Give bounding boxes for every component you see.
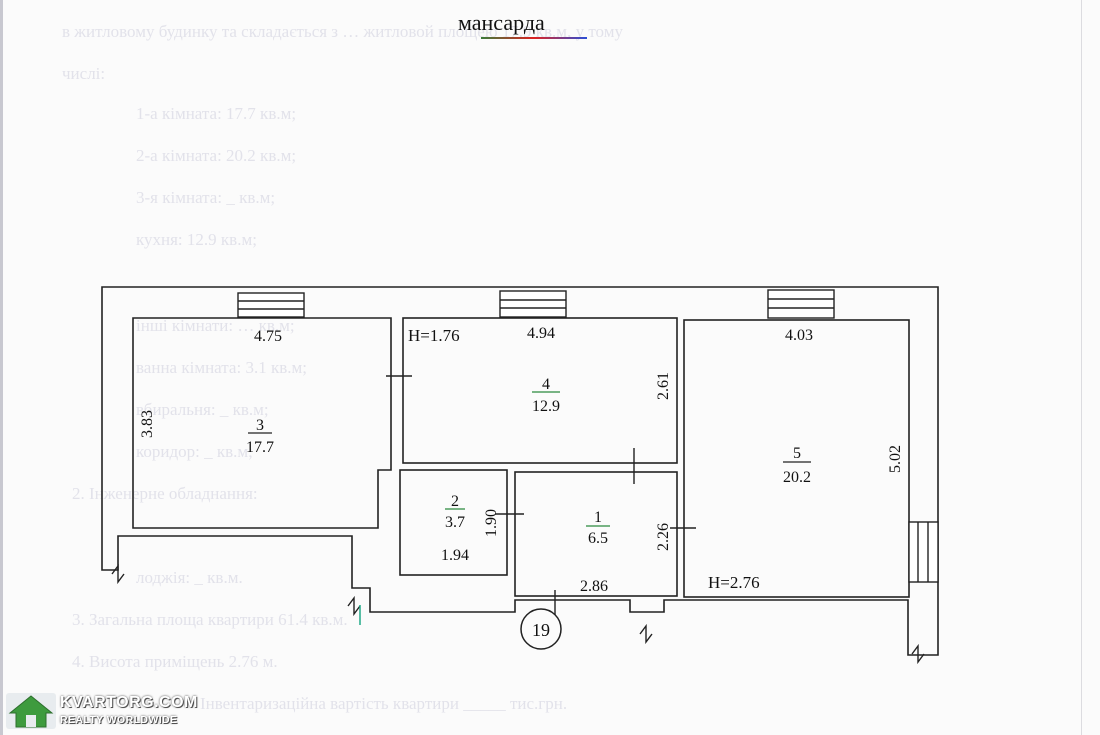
faint-line: 3-я кімната: _ кв.м; xyxy=(136,188,276,207)
outer-wall xyxy=(101,286,939,656)
faint-line: 3. Загальна площа квартири 61.4 кв.м. xyxy=(72,610,348,629)
window-room-3 xyxy=(237,292,305,318)
room-1-height: 2.26 xyxy=(655,523,672,551)
room-5-outline xyxy=(683,319,910,598)
room-5-number: 5 xyxy=(793,445,801,462)
page-edge xyxy=(0,0,3,735)
room-5-height: 5.02 xyxy=(887,445,904,473)
room-2-width: 1.94 xyxy=(441,547,469,564)
page-edge-right xyxy=(1081,0,1082,735)
room-3-height: 3.83 xyxy=(139,410,156,438)
faint-line: 2-а кімната: 20.2 кв.м; xyxy=(136,146,297,165)
wall-break-bottom xyxy=(639,623,653,645)
faint-line: ванна кімната: 3.1 кв.м; xyxy=(136,358,307,377)
room-3-outline xyxy=(132,317,392,529)
plan-walls xyxy=(101,286,939,656)
room-4-area: 12.9 xyxy=(532,398,560,415)
faint-line: коридор: _ кв.м; xyxy=(136,442,253,461)
faint-line: вбиральня: _ кв.м; xyxy=(136,400,269,419)
room-2-number: 2 xyxy=(451,493,459,510)
room-labels: 3 17.7 4 12.9 5 20.2 2 3.7 1 6.5 xyxy=(246,376,811,547)
room-5-width: 4.03 xyxy=(785,327,813,344)
window-room-4 xyxy=(499,290,567,318)
room-3-number: 3 xyxy=(256,417,264,434)
faint-line: лоджія: _ кв.м. xyxy=(136,568,243,587)
room-4-outline xyxy=(402,317,678,464)
dimension-labels: 4.75 3.83 4.94 2.61 4.03 5.02 1.94 1.90 … xyxy=(139,325,904,595)
windows xyxy=(237,289,939,583)
room-5-area: 20.2 xyxy=(783,469,811,486)
entrance-marker: 19 xyxy=(520,608,562,650)
room-1-outline xyxy=(514,471,678,597)
room-1-number: 1 xyxy=(594,509,602,526)
window-room-5 xyxy=(767,289,835,319)
wall-break-right xyxy=(911,643,925,665)
title-underline xyxy=(481,37,587,39)
faint-line: 2. Інженерне обладнання: xyxy=(72,484,258,503)
kvartorg-watermark: KVARTORG.COM REALTY WORLDWIDE xyxy=(6,691,197,733)
room-2-height: 1.90 xyxy=(483,509,500,537)
faint-line: 1-а кімната: 17.7 кв.м; xyxy=(136,104,297,123)
entrance-circle xyxy=(520,608,562,650)
floor-title: мансарда xyxy=(458,10,545,35)
faint-line: кухня: 12.9 кв.м; xyxy=(136,230,257,249)
room-2-area: 3.7 xyxy=(445,514,465,531)
room-4-width: 4.94 xyxy=(527,325,555,342)
room-4-number: 4 xyxy=(542,376,550,393)
wall-break-mid xyxy=(347,595,361,617)
window-room-5-side xyxy=(908,521,939,583)
area-bars xyxy=(248,391,811,527)
room-2-outline xyxy=(399,469,508,576)
faint-line: 4. Висота приміщень 2.76 м. xyxy=(72,652,278,671)
faint-line: інші кімнати: … кв.м; xyxy=(136,316,295,335)
ceiling-height-attic: H=1.76 xyxy=(408,326,460,345)
wall-break-left xyxy=(111,563,125,585)
room-3-area: 17.7 xyxy=(246,439,274,456)
house-icon xyxy=(6,693,56,729)
room-3-width: 4.75 xyxy=(254,328,282,345)
ceiling-height-main: H=2.76 xyxy=(708,573,760,592)
faint-line: Інвентаризаційна вартість квартири _____… xyxy=(200,694,568,713)
room-1-area: 6.5 xyxy=(588,530,608,547)
door-marks xyxy=(111,375,925,665)
faint-line: числі: xyxy=(62,64,106,83)
room-4-height: 2.61 xyxy=(655,372,672,400)
entrance-number: 19 xyxy=(532,620,550,640)
watermark-brand: KVARTORG.COM xyxy=(60,694,198,711)
room-1-width: 2.86 xyxy=(580,578,608,595)
ceiling-height-labels: H=1.76 H=2.76 xyxy=(408,326,760,592)
faint-line: в житловому будинку та складається з … ж… xyxy=(62,22,623,41)
watermark-tagline: REALTY WORLDWIDE xyxy=(60,714,178,726)
